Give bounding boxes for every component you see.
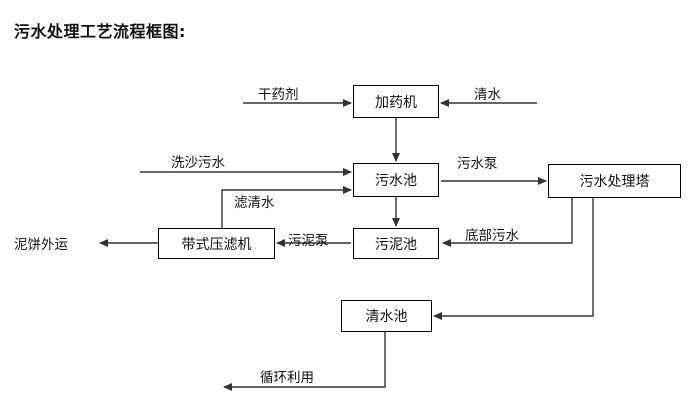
node-label: 污泥池 [375,236,417,253]
edge-label-sand-wash-wastewater: 洗沙污水 [171,155,225,171]
edge-label-bottom-wastewater: 底部污水 [465,228,519,244]
node-wastewater-pool[interactable]: 污水池 [353,163,439,197]
node-label: 带式压滤机 [181,236,252,253]
node-belt-filter-press[interactable]: 带式压滤机 [158,228,275,259]
node-treatment-tower[interactable]: 污水处理塔 [548,164,681,198]
edge-label-clean-water-in: 清水 [474,87,501,103]
edge-recycle-reuse [223,332,386,391]
edge-label-dry-chemical: 干药剂 [258,87,299,103]
node-clean-water-pool[interactable]: 清水池 [341,300,432,332]
edge-filtered-clear-water [221,186,352,228]
page-title: 污水处理工艺流程框图: [14,22,186,41]
edge-tower-to-clean-water [433,198,594,320]
edge-label-wastewater-pump: 污水泵 [457,156,498,172]
terminal-label-mud-cake-out: 泥饼外运 [14,237,68,253]
edge-label-filtered-clear-water: 滤清水 [234,195,275,211]
node-label: 清水池 [365,309,408,325]
edge-bottom-wastewater [442,198,573,247]
edge-label-recycle-reuse: 循环利用 [260,370,314,386]
node-label: 污水处理塔 [579,174,650,190]
node-sludge-pool[interactable]: 污泥池 [353,228,439,259]
node-dosing-machine[interactable]: 加药机 [353,85,439,118]
node-label: 加药机 [375,94,417,111]
node-label: 污水池 [375,173,417,189]
edge-label-sludge-pump: 污泥泵 [288,233,329,249]
